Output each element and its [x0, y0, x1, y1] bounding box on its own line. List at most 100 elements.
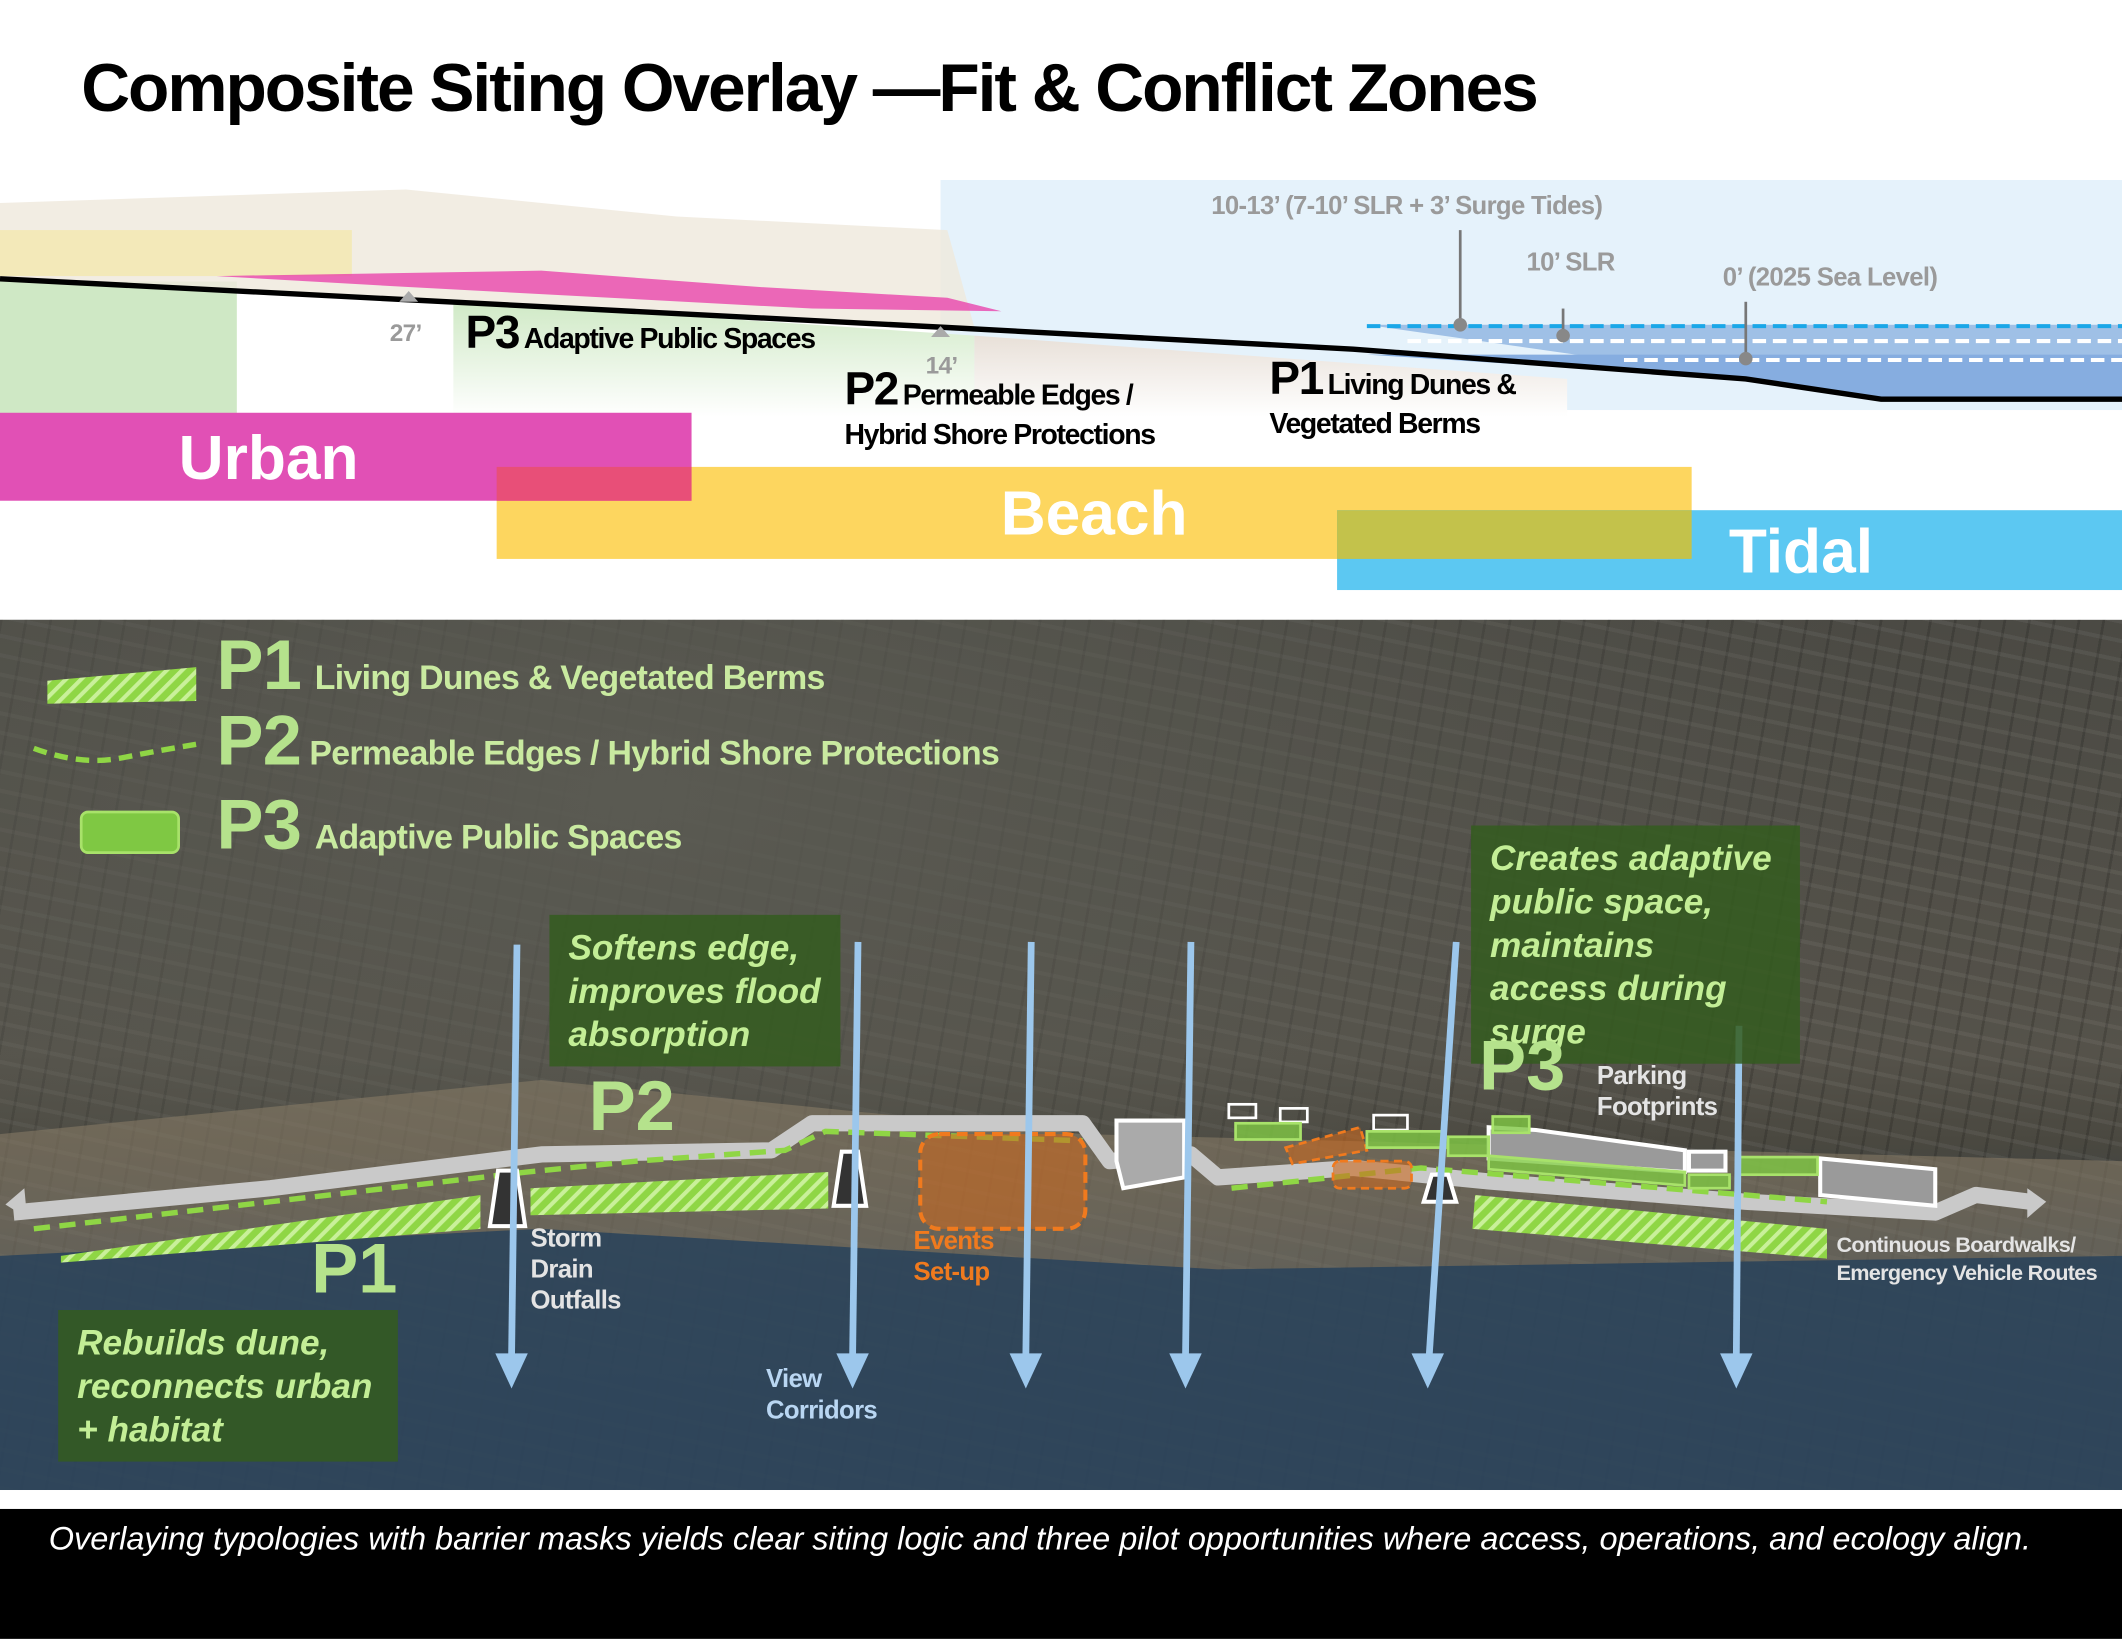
- elevation-marker-27: [399, 290, 419, 302]
- view-corridor-arrow: [1182, 941, 1195, 1358]
- view-corridor-head: [1169, 1353, 1202, 1389]
- legend-p2-label: Permeable Edges / Hybrid Shore Protectio…: [309, 734, 1000, 773]
- p3-space: [1487, 1154, 1687, 1187]
- legend-p3-code: P3: [216, 786, 302, 865]
- parking-lot-2: [1686, 1149, 1728, 1173]
- view-corridor-arrow: [1022, 941, 1035, 1358]
- parking-small-3: [1372, 1113, 1409, 1132]
- pink-plazas: [216, 270, 1002, 312]
- boardwalk-arrow-east: [2027, 1188, 2047, 1218]
- cross-section-diagram: [0, 179, 2122, 417]
- callout-p2: Softens edge, improves flood absorption: [549, 914, 841, 1067]
- legend-p3: P3 Adaptive Public Spaces: [216, 785, 683, 866]
- legend-p3-swatch: [79, 810, 180, 854]
- caption: Overlaying typologies with barrier masks…: [0, 1508, 2122, 1639]
- p3-space: [1737, 1155, 1819, 1177]
- view-corridor-arrow: [1425, 941, 1460, 1358]
- view-label-2: Corridors: [765, 1396, 878, 1426]
- storm-drain-icon: [487, 1168, 528, 1229]
- slr-level-label: 10’ SLR: [1526, 249, 1616, 278]
- legend-p3-label: Adaptive Public Spaces: [314, 818, 682, 857]
- p2-label-2: Hybrid Shore Protections: [844, 419, 1156, 451]
- urban-band: Urban: [0, 412, 692, 501]
- sea-level-label: 0’ (2025 Sea Level): [1722, 263, 1938, 293]
- ground-profile: [0, 276, 2122, 402]
- parking-small-1: [1227, 1102, 1258, 1120]
- view-corridor-arrow: [849, 941, 862, 1358]
- p3-label: Adaptive Public Spaces: [523, 323, 816, 355]
- view-corridor-arrow: [1732, 1025, 1743, 1358]
- boardwalk-arrow-west: [5, 1188, 28, 1218]
- marker-p2: P2: [588, 1067, 675, 1147]
- parking-label-1: Parking: [1596, 1062, 1687, 1091]
- surge-level-label: 10-13’ (7-10’ SLR + 3’ Surge Tides): [1211, 192, 1603, 221]
- marker-p3: P3: [1479, 1027, 1566, 1106]
- p2-label-1: Permeable Edges /: [902, 380, 1134, 412]
- p3-space: [1491, 1115, 1531, 1135]
- p3-space: [1687, 1173, 1731, 1190]
- urban-zone-fill: [0, 281, 237, 417]
- p1-label-1: Living Dunes &: [1327, 369, 1517, 401]
- callout-p3: Creates adaptive public space, maintains…: [1471, 825, 1800, 1064]
- p2-code: P2: [844, 364, 899, 416]
- p1-dune-west: [60, 1194, 481, 1263]
- view-corridor-head: [1411, 1353, 1444, 1389]
- parking-lot-3: [1818, 1156, 1938, 1209]
- parking-pier: [1114, 1118, 1187, 1191]
- storm-label-2: Drain: [530, 1255, 594, 1285]
- view-corridor-head: [1009, 1353, 1043, 1389]
- events-setup-zone: [918, 1132, 1088, 1231]
- marker-surge: [1453, 318, 1467, 332]
- p2-p1-zone-fill: [974, 335, 1568, 417]
- storm-label-1: Storm: [530, 1224, 603, 1254]
- legend-p1-label: Living Dunes & Vegetated Berms: [314, 659, 826, 697]
- legend-p2-swatch: [32, 741, 197, 764]
- view-corridor-arrow: [508, 944, 521, 1358]
- view-corridors: [495, 941, 1753, 1389]
- events-label-2: Set-up: [913, 1258, 990, 1288]
- tidal-label: Tidal: [1728, 514, 1873, 586]
- legend-p1: P1 Living Dunes & Vegetated Berms: [216, 625, 826, 706]
- p3-space: [1446, 1135, 1491, 1158]
- elevation-27: 27’: [389, 319, 423, 347]
- p1-code: P1: [1269, 353, 1324, 405]
- callout-p1: Rebuilds dune, reconnects urban + habita…: [58, 1310, 398, 1462]
- legend-p1-swatch: [47, 667, 197, 704]
- urban-label: Urban: [178, 421, 359, 492]
- parking-label-2: Footprints: [1596, 1093, 1718, 1122]
- p3-code: P3: [465, 307, 521, 359]
- elevation-14: 14’: [925, 351, 959, 379]
- beach-label: Beach: [1000, 477, 1188, 549]
- beach-tidal-overlap: [1337, 510, 1692, 559]
- legend-p1-code: P1: [216, 626, 302, 706]
- boardwalk-label-2: Emergency Vehicle Routes: [1836, 1262, 2098, 1286]
- storm-drain-icon: [831, 1149, 869, 1208]
- events-zone-small: [1331, 1159, 1413, 1190]
- boardwalk-label: Continuous Boardwalks/Emergency Vehicle …: [1836, 1232, 2097, 1289]
- parking-small-2: [1278, 1107, 1309, 1124]
- marker-slr: [1556, 328, 1570, 343]
- p3-space: [1234, 1121, 1302, 1141]
- marker-sea: [1739, 351, 1753, 366]
- legend-p2-code: P2: [216, 702, 302, 781]
- p1-label-2: Vegetated Berms: [1269, 408, 1481, 440]
- p3-space: [1365, 1130, 1447, 1149]
- p3-zone-fill: [453, 300, 975, 417]
- ocean: [0, 1228, 2122, 1491]
- p1-dune-central: [530, 1171, 829, 1216]
- page-title: Composite Siting Overlay —Fit & Conflict…: [81, 50, 1539, 126]
- view-corridor-head: [495, 1353, 528, 1389]
- view-corridor-head: [836, 1353, 869, 1389]
- view-label-1: View: [765, 1365, 822, 1394]
- urban-beach-overlap: [496, 466, 692, 501]
- storm-label-3: Outfalls: [530, 1287, 622, 1316]
- storefronts: [0, 230, 352, 277]
- events-label-1: Events: [913, 1227, 994, 1256]
